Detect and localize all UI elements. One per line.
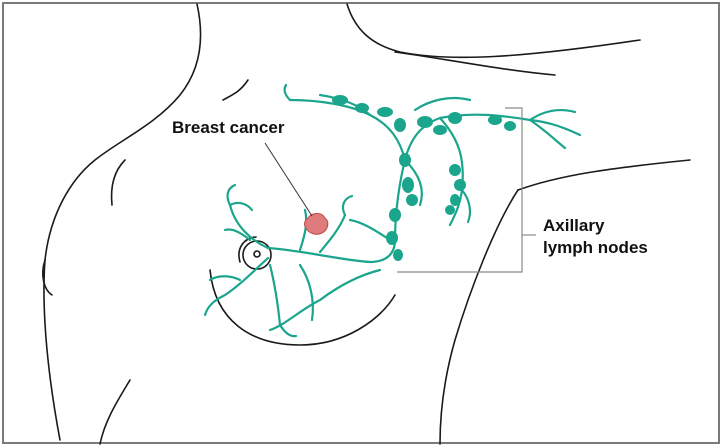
axillary-label-line1: Axillary (543, 215, 648, 237)
axillary-lymph-nodes-label: Axillary lymph nodes (543, 215, 648, 259)
breast-cancer-label: Breast cancer (172, 117, 284, 139)
lymph-nodes (332, 95, 516, 261)
breast-cancer-leader-line (265, 143, 312, 216)
axillary-label-line2: lymph nodes (543, 237, 648, 259)
tumor (305, 214, 328, 235)
